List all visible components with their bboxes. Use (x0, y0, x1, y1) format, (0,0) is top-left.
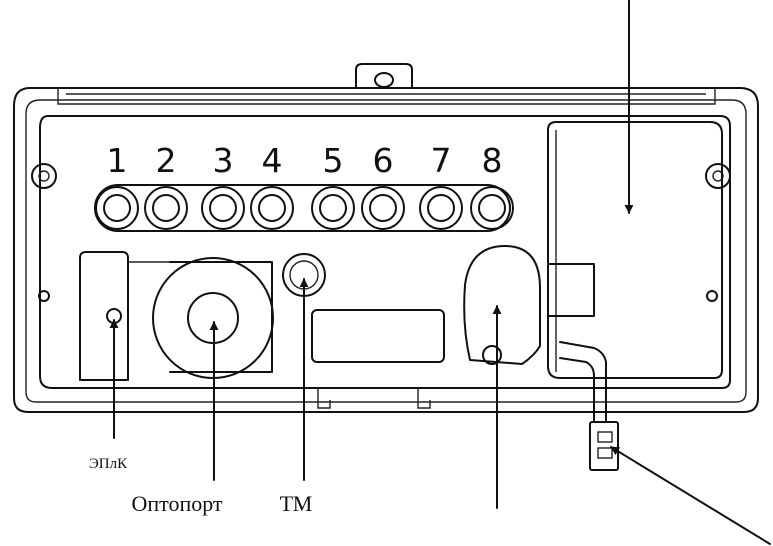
terminal-socket-1 (95, 186, 139, 230)
terminal-label-3: 3 (213, 141, 234, 180)
right-compartment (547, 121, 723, 379)
terminal-socket-7 (419, 186, 463, 230)
housing (13, 63, 759, 413)
terminal-label-2: 2 (156, 141, 177, 180)
terminal-socket-2 (144, 186, 188, 230)
terminal-labels: 1 2 3 4 5 6 7 8 (107, 141, 503, 180)
terminal-socket-8 (470, 186, 514, 230)
screw-right (705, 163, 731, 189)
callout-arrows (109, 0, 771, 545)
terminal-socket-5 (311, 186, 355, 230)
compartment-module (547, 263, 595, 317)
terminal-label-6: 6 (373, 141, 394, 180)
label-eplk: ЭПлК (89, 456, 128, 472)
arrow-connector (610, 446, 771, 545)
terminal-label-5: 5 (323, 141, 344, 180)
eplk-seal-block (79, 251, 170, 381)
cable-connector (559, 341, 619, 471)
terminal-sockets (94, 184, 514, 232)
pulse-sensor (463, 245, 541, 365)
display-window (311, 309, 445, 363)
terminal-label-7: 7 (431, 141, 452, 180)
mount-hole-left (38, 290, 50, 302)
terminal-label-1: 1 (107, 141, 128, 180)
screw-left (31, 163, 57, 189)
label-tm: ТМ (280, 491, 313, 516)
terminal-label-8: 8 (482, 141, 503, 180)
terminal-socket-3 (201, 186, 245, 230)
terminal-socket-6 (361, 186, 405, 230)
terminal-label-4: 4 (262, 141, 283, 180)
label-optoport: Оптопорт (131, 491, 222, 516)
mount-hole-right (706, 290, 718, 302)
terminal-socket-4 (250, 186, 294, 230)
